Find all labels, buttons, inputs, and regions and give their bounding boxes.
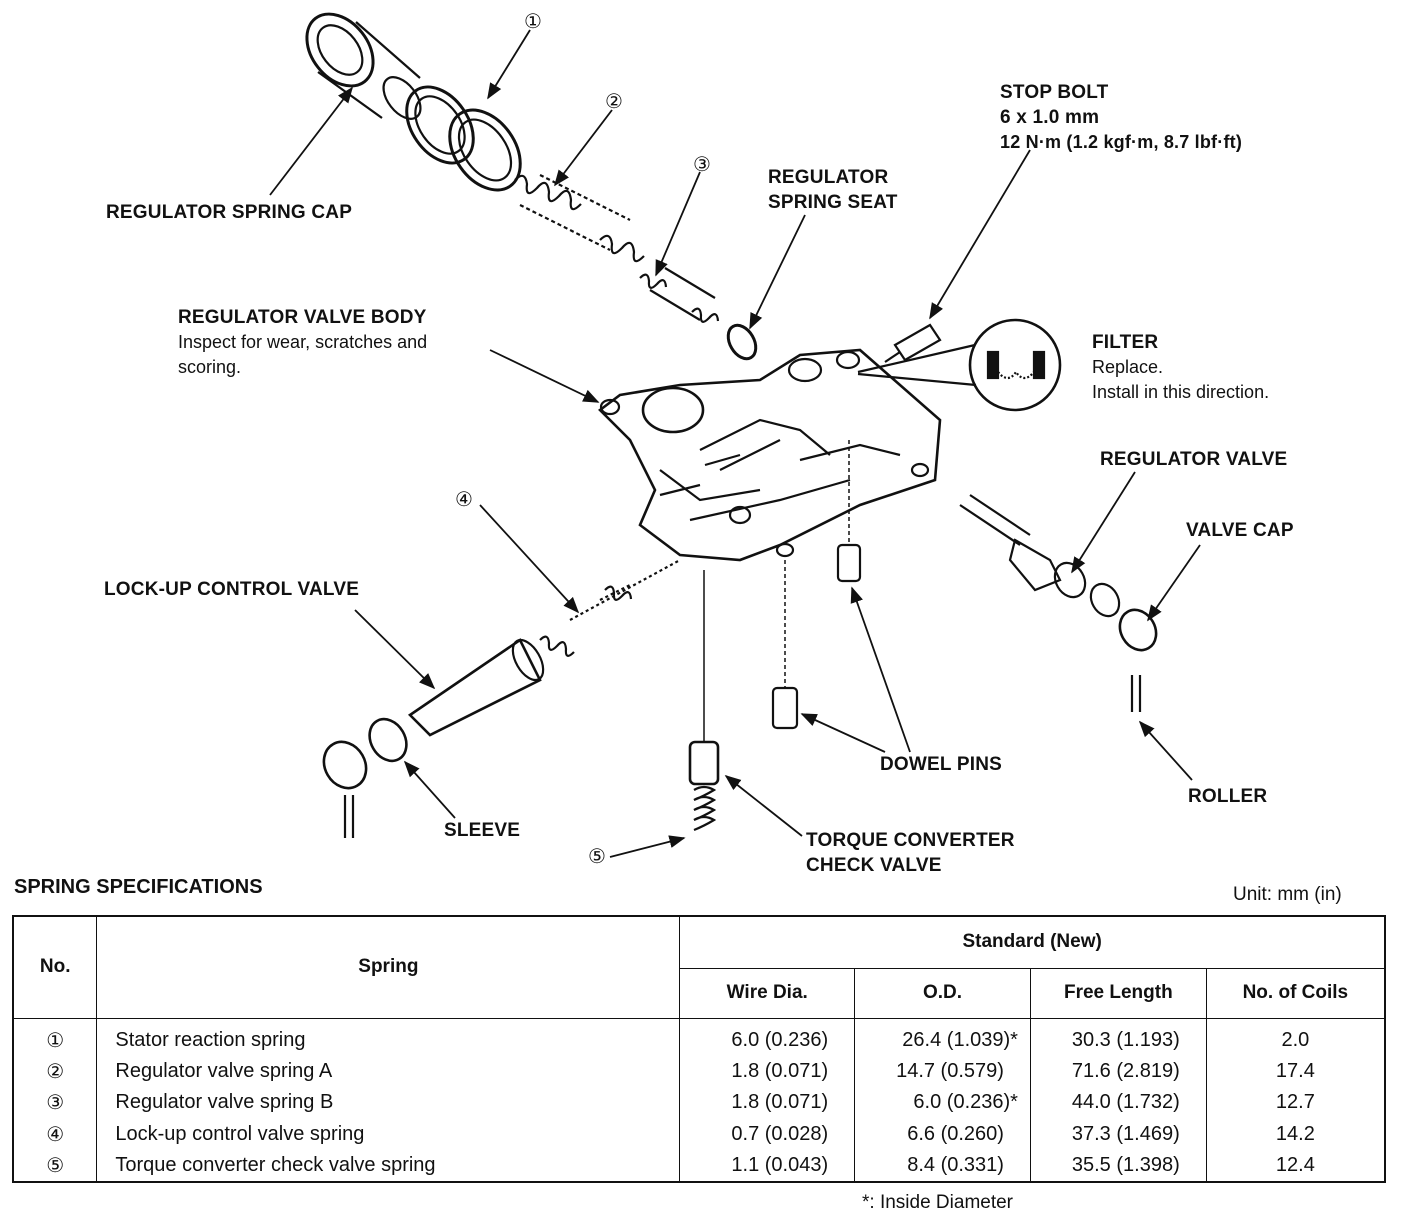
cell-free-length: 35.5 (1.398)	[1029, 1149, 1207, 1182]
regulator-spring-seat-part	[726, 323, 758, 361]
table-row: ① Stator reaction spring 6.0 (0.236) 26.…	[12, 1018, 1386, 1056]
label-torque-converter-1: TORQUE CONVERTER	[806, 830, 1015, 851]
cell-free-length: 44.0 (1.732)	[1029, 1087, 1207, 1119]
cell-no: ③	[12, 1087, 98, 1119]
label-sleeve: SLEEVE	[444, 820, 521, 841]
unit-label: Unit: mm (in)	[1233, 884, 1342, 905]
stator-reaction-spring-part	[405, 85, 522, 192]
table-row: ② Regulator valve spring A 1.8 (0.071) 1…	[12, 1056, 1386, 1088]
header-free-length: Free Length	[1029, 967, 1207, 1019]
cell-od: 8.4 (0.331)	[854, 1149, 1031, 1182]
lockup-control-valve-part	[407, 559, 681, 737]
note-filter-1: Replace.	[1092, 357, 1164, 377]
label-regulator-spring-cap: REGULATOR SPRING CAP	[106, 202, 353, 223]
sleeve-part	[368, 717, 408, 763]
table-row: ⑤ Torque converter check valve spring 1.…	[12, 1149, 1386, 1182]
part-number-3: ③	[693, 154, 711, 176]
spring-spec-table: No. Spring Standard (New) Wire Dia. O.D.…	[12, 915, 1386, 1183]
label-valve-cap: VALVE CAP	[1186, 520, 1294, 541]
label-stop-bolt-size: 6 x 1.0 mm	[1000, 107, 1100, 128]
cell-spring: Lock-up control valve spring	[96, 1118, 681, 1150]
stop-bolt-part	[884, 323, 942, 363]
header-standard-new: Standard (New)	[679, 915, 1386, 969]
part-number-1: ①	[524, 11, 542, 33]
cell-coils: 14.2	[1205, 1118, 1386, 1150]
label-regulator-valve: REGULATOR VALVE	[1100, 449, 1288, 470]
filter-detail-part	[857, 318, 1062, 412]
label-dowel-pins: DOWEL PINS	[880, 754, 1002, 775]
label-regulator-spring-seat-2: SPRING SEAT	[768, 192, 898, 213]
cell-spring: Regulator valve spring A	[96, 1056, 681, 1088]
note-filter-2: Install in this direction.	[1092, 382, 1270, 402]
footnote: *: Inside Diameter	[862, 1192, 1014, 1213]
cell-free-length: 71.6 (2.819)	[1029, 1056, 1207, 1088]
label-regulator-spring-seat-1: REGULATOR	[768, 167, 889, 188]
torque-converter-check-valve-spring-part	[693, 785, 717, 832]
regulator-valve-body-part	[598, 348, 942, 562]
cell-wire-dia: 1.8 (0.071)	[679, 1087, 856, 1119]
label-regulator-valve-body: REGULATOR VALVE BODY	[178, 307, 427, 328]
torque-converter-check-valve-part	[688, 740, 720, 786]
cell-coils: 12.7	[1205, 1087, 1386, 1119]
header-no: No.	[12, 915, 98, 1019]
cell-free-length: 37.3 (1.469)	[1029, 1118, 1207, 1150]
note-regulator-valve-body-2: scoring.	[178, 357, 242, 377]
header-spring: Spring	[96, 915, 681, 1019]
cell-spring: Torque converter check valve spring	[96, 1149, 681, 1182]
cell-od: 26.4 (1.039)*	[854, 1018, 1031, 1056]
header-od: O.D.	[854, 967, 1031, 1019]
table-row: ④ Lock-up control valve spring 0.7 (0.02…	[12, 1118, 1386, 1150]
header-no-of-coils: No. of Coils	[1205, 967, 1386, 1019]
label-stop-bolt: STOP BOLT	[1000, 82, 1109, 103]
cell-no: ①	[12, 1018, 98, 1056]
label-torque-converter-2: CHECK VALVE	[806, 855, 942, 876]
cell-wire-dia: 1.8 (0.071)	[679, 1056, 856, 1088]
cell-od: 6.0 (0.236)*	[854, 1087, 1031, 1119]
header-wire-dia: Wire Dia.	[679, 967, 856, 1019]
cell-coils: 2.0	[1205, 1018, 1386, 1056]
spec-title: SPRING SPECIFICATIONS	[14, 876, 263, 898]
cell-wire-dia: 6.0 (0.236)	[679, 1018, 856, 1056]
cell-od: 14.7 (0.579)	[854, 1056, 1031, 1088]
table-row: ③ Regulator valve spring B 1.8 (0.071) 6…	[12, 1087, 1386, 1119]
part-number-5: ⑤	[588, 846, 606, 868]
roller-part	[1130, 675, 1142, 712]
part-number-4: ④	[455, 489, 473, 511]
regulator-valve-spring-b-part	[639, 267, 720, 323]
dowel-pin-part	[836, 543, 862, 583]
cell-coils: 12.4	[1205, 1149, 1386, 1182]
label-lockup-control-valve: LOCK-UP CONTROL VALVE	[104, 579, 360, 600]
cell-no: ②	[12, 1056, 98, 1088]
cell-no: ⑤	[12, 1149, 98, 1182]
cell-spring: Stator reaction spring	[96, 1018, 681, 1056]
label-stop-bolt-torque: 12 N·m (1.2 kgf·m, 8.7 lbf·ft)	[1000, 132, 1243, 152]
cell-wire-dia: 1.1 (0.043)	[679, 1149, 856, 1182]
valve-cap-part	[1118, 608, 1158, 652]
dowel-pin-part	[771, 686, 799, 730]
part-number-2: ②	[605, 91, 623, 113]
cell-spring: Regulator valve spring B	[96, 1087, 681, 1119]
lockup-cap-part	[322, 740, 368, 838]
regulator-valve-spring-a-part	[514, 174, 645, 263]
label-filter: FILTER	[1092, 332, 1159, 353]
exploded-diagram	[269, 12, 1201, 858]
cell-no: ④	[12, 1118, 98, 1150]
regulator-valve-part	[959, 494, 1121, 618]
cell-od: 6.6 (0.260)	[854, 1118, 1031, 1150]
label-roller: ROLLER	[1188, 786, 1268, 807]
note-regulator-valve-body-1: Inspect for wear, scratches and	[178, 332, 428, 352]
cell-coils: 17.4	[1205, 1056, 1386, 1088]
cell-free-length: 30.3 (1.193)	[1029, 1018, 1207, 1056]
cell-wire-dia: 0.7 (0.028)	[679, 1118, 856, 1150]
